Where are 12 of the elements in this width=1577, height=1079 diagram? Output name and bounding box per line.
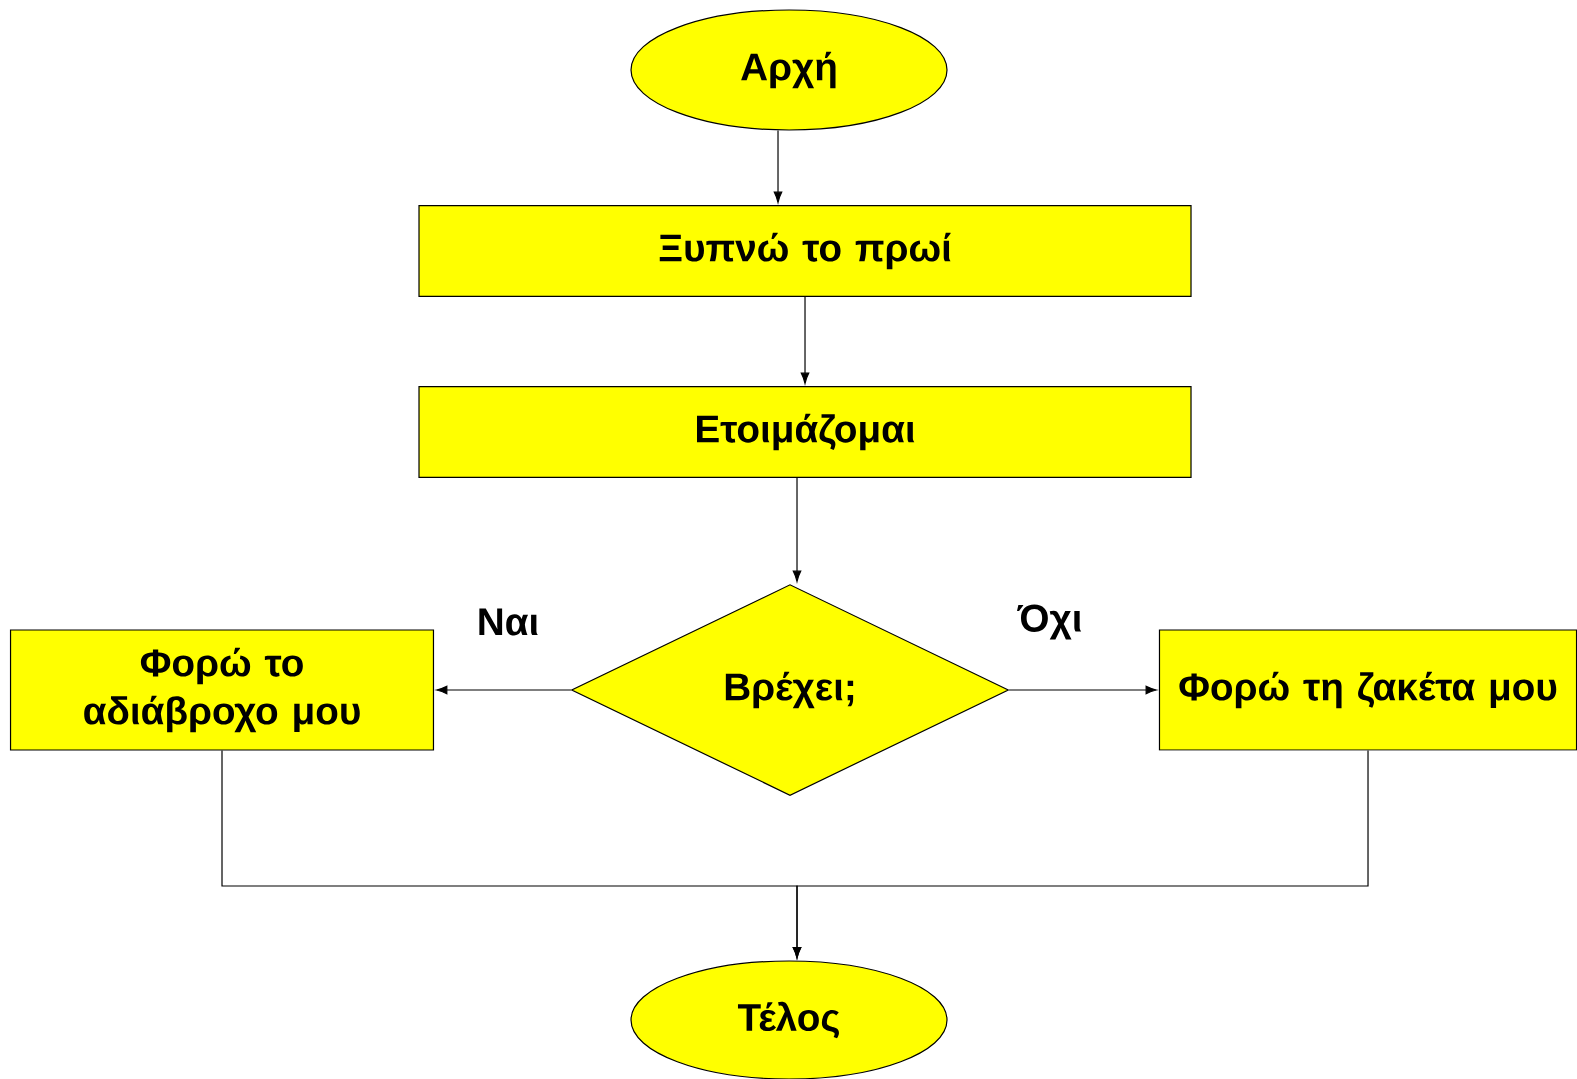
- arrow: [800, 296, 810, 384]
- process-box: Φορώ το αδιάβροχο μου: [9, 629, 435, 751]
- process-box: Ετοιμάζομαι: [418, 385, 1192, 479]
- edge-label: Ναι: [474, 605, 542, 639]
- arrow: [773, 130, 783, 203]
- process-box: Φορώ τη ζακέτα μου: [1158, 629, 1577, 751]
- process-box: Ξυπνώ το πρωί: [418, 204, 1192, 298]
- edge-label: Όχι: [1014, 601, 1086, 643]
- arrow: [1008, 685, 1157, 695]
- arrow: [792, 750, 1369, 959]
- arrow: [436, 685, 572, 695]
- arrow: [792, 477, 802, 582]
